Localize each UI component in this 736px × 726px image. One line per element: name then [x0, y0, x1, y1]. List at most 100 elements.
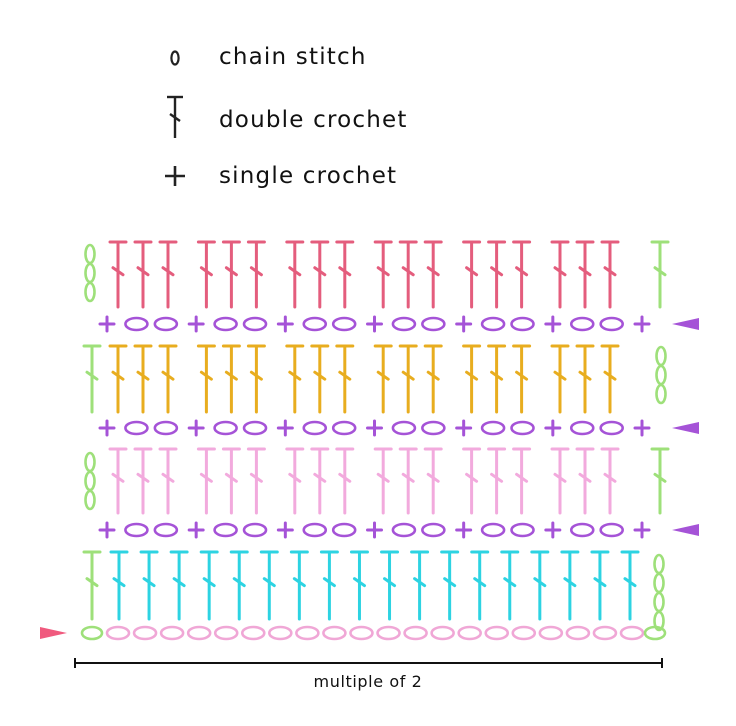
row-5-double-crochet-groups: [82, 344, 667, 414]
row-marker-arrow: [40, 627, 67, 639]
foundation-chain: [40, 625, 667, 641]
turning-chain-oval: [653, 591, 665, 613]
dc-slash: [352, 577, 366, 588]
dc-slash: [112, 577, 126, 588]
chain-oval: [124, 522, 149, 538]
dc-slash: [249, 370, 263, 381]
chain-oval: [153, 420, 179, 436]
foundation-start-oval: [80, 625, 104, 641]
row-marker-arrow: [672, 318, 699, 330]
turning-chain-oval: [84, 470, 96, 492]
chain-oval: [510, 420, 535, 436]
dc-slash: [490, 370, 504, 381]
chain-oval: [331, 420, 357, 436]
dc-slash: [262, 577, 276, 588]
chain-oval: [242, 420, 268, 436]
dc-slash: [563, 577, 577, 588]
dc-slash: [473, 577, 487, 588]
dc-slash: [85, 370, 99, 381]
dc-slash: [232, 577, 246, 588]
chain-oval: [391, 316, 417, 332]
row-marker-arrow: [672, 422, 699, 434]
chain-oval: [421, 522, 446, 538]
turning-chain-oval: [653, 572, 665, 594]
dc-slash: [136, 370, 150, 381]
legend-label-chain-stitch: chain stitch: [219, 44, 367, 70]
chain-oval: [124, 316, 149, 332]
dc-slash: [401, 472, 415, 483]
row-marker-arrow: [672, 524, 699, 536]
chain-oval: [105, 625, 131, 641]
chain-oval: [213, 522, 238, 538]
dc-slash: [603, 370, 617, 381]
dc-slash: [553, 472, 567, 483]
dc-slash: [111, 266, 125, 277]
dc-slash: [161, 472, 175, 483]
dc-slash: [426, 266, 440, 277]
dc-slash: [313, 472, 327, 483]
chain-oval: [538, 625, 564, 641]
row-7-double-crochet-groups: [84, 240, 670, 309]
dc-slash: [490, 472, 504, 483]
chain-oval: [510, 316, 535, 332]
dc-slash: [533, 577, 547, 588]
chain-oval: [569, 316, 595, 332]
legend-item-chain-stitch: chain stitch: [160, 40, 365, 74]
chain-oval: [391, 522, 417, 538]
chain-oval: [213, 316, 238, 332]
legend-label-single-crochet: single crochet: [219, 163, 398, 189]
dc-slash: [553, 266, 567, 277]
turning-chain-oval: [653, 553, 665, 575]
chain-oval: [619, 625, 645, 641]
dc-slash: [224, 472, 238, 483]
turning-chain-oval: [653, 610, 665, 632]
chain-oval: [480, 420, 506, 436]
chain-oval: [569, 522, 595, 538]
chain-oval: [484, 625, 510, 641]
dc-slash: [490, 266, 504, 277]
dc-slash: [376, 472, 390, 483]
dc-slash: [443, 577, 457, 588]
dc-slash: [578, 472, 592, 483]
chain-oval: [213, 625, 239, 641]
dc-slash: [111, 472, 125, 483]
chain-oval: [457, 625, 482, 641]
chain-oval: [511, 625, 537, 641]
dc-slash: [224, 266, 238, 277]
chain-oval: [268, 625, 293, 641]
chain-oval: [242, 316, 268, 332]
chain-oval: [421, 420, 446, 436]
dc-slash: [224, 370, 238, 381]
dc-slash: [161, 370, 175, 381]
chain-oval: [430, 625, 455, 641]
dc-slash: [172, 577, 186, 588]
turning-chain-oval: [655, 345, 667, 367]
dc-slash: [578, 370, 592, 381]
dc-slash: [292, 577, 306, 588]
chain-oval: [302, 316, 328, 332]
dc-slash: [249, 266, 263, 277]
turning-chain-oval: [84, 262, 96, 284]
legend-item-double-crochet: double crochet: [160, 95, 406, 138]
chain-oval: [592, 625, 618, 641]
chain-oval: [403, 625, 428, 641]
chain-oval: [391, 420, 417, 436]
dc-slash: [111, 370, 125, 381]
multiple-ruler: [74, 658, 663, 668]
chain-stitch-icon: [160, 40, 190, 74]
chain-oval: [599, 420, 624, 436]
ruler-caption: multiple of 2: [313, 672, 423, 691]
turning-chain-oval: [655, 364, 667, 386]
chain-oval: [213, 420, 238, 436]
dc-slash: [288, 472, 302, 483]
dc-slash: [653, 266, 667, 277]
turning-chain-oval: [84, 243, 96, 265]
chain-oval: [302, 420, 328, 436]
chain-oval: [153, 522, 179, 538]
row-2-single-crochet: [98, 521, 699, 539]
dc-slash: [313, 370, 327, 381]
dc-slash: [322, 577, 336, 588]
chain-oval: [331, 316, 357, 332]
chain-oval: [376, 625, 401, 641]
